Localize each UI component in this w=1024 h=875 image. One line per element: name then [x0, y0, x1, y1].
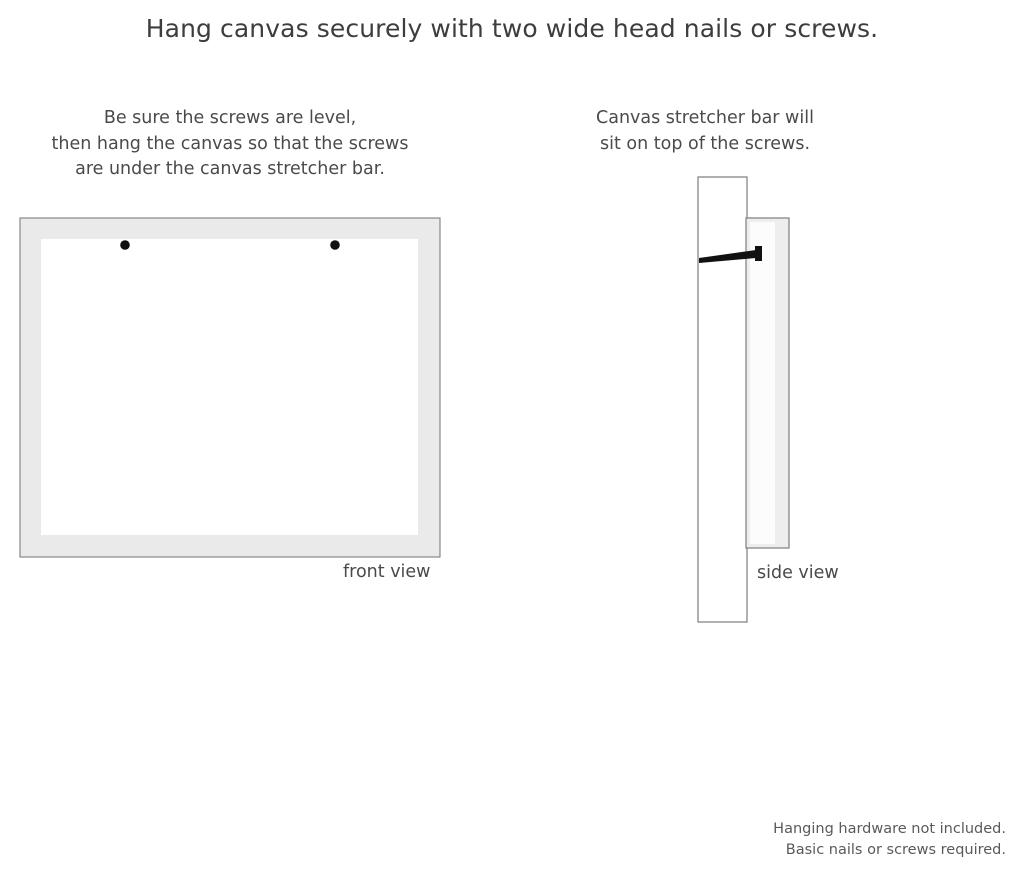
- canvas-stretcher-bar-inner-face: [750, 222, 775, 544]
- wall-cross-section: [697, 176, 748, 623]
- screw-head: [755, 246, 762, 261]
- page-title: Hang canvas securely with two wide head …: [145, 14, 879, 43]
- left-screw-dot: [120, 240, 130, 250]
- right-screw-dot: [330, 240, 340, 250]
- side-view-caption-line-2: sit on top of the screws.: [599, 133, 811, 154]
- front-view-label: front view: [343, 562, 431, 582]
- front-view-caption-line-1: Be sure the screws are level,: [103, 108, 357, 128]
- side-view-caption: Canvas stretcher bar will sit on top of …: [570, 106, 840, 157]
- screw-shaft: [699, 250, 756, 263]
- side-view-caption-line-1: Canvas stretcher bar will: [596, 108, 814, 128]
- canvas-face: [41, 239, 418, 535]
- front-view-caption-line-3: are under the canvas stretcher bar.: [75, 159, 385, 179]
- footer-note: Hanging hardware not included. Basic nai…: [773, 819, 1006, 861]
- footer-line-1: Hanging hardware not included.: [773, 821, 1006, 837]
- side-view-diagram: [660, 160, 880, 654]
- front-view-diagram: [0, 200, 470, 584]
- front-view-caption-line-2: then hang the canvas so that the screws: [51, 133, 409, 154]
- front-view-caption: Be sure the screws are level, then hang …: [20, 106, 440, 183]
- front-view-svg: [19, 217, 441, 558]
- side-view-svg: [697, 176, 790, 623]
- footer-line-2: Basic nails or screws required.: [785, 842, 1006, 858]
- side-view-label: side view: [757, 563, 839, 583]
